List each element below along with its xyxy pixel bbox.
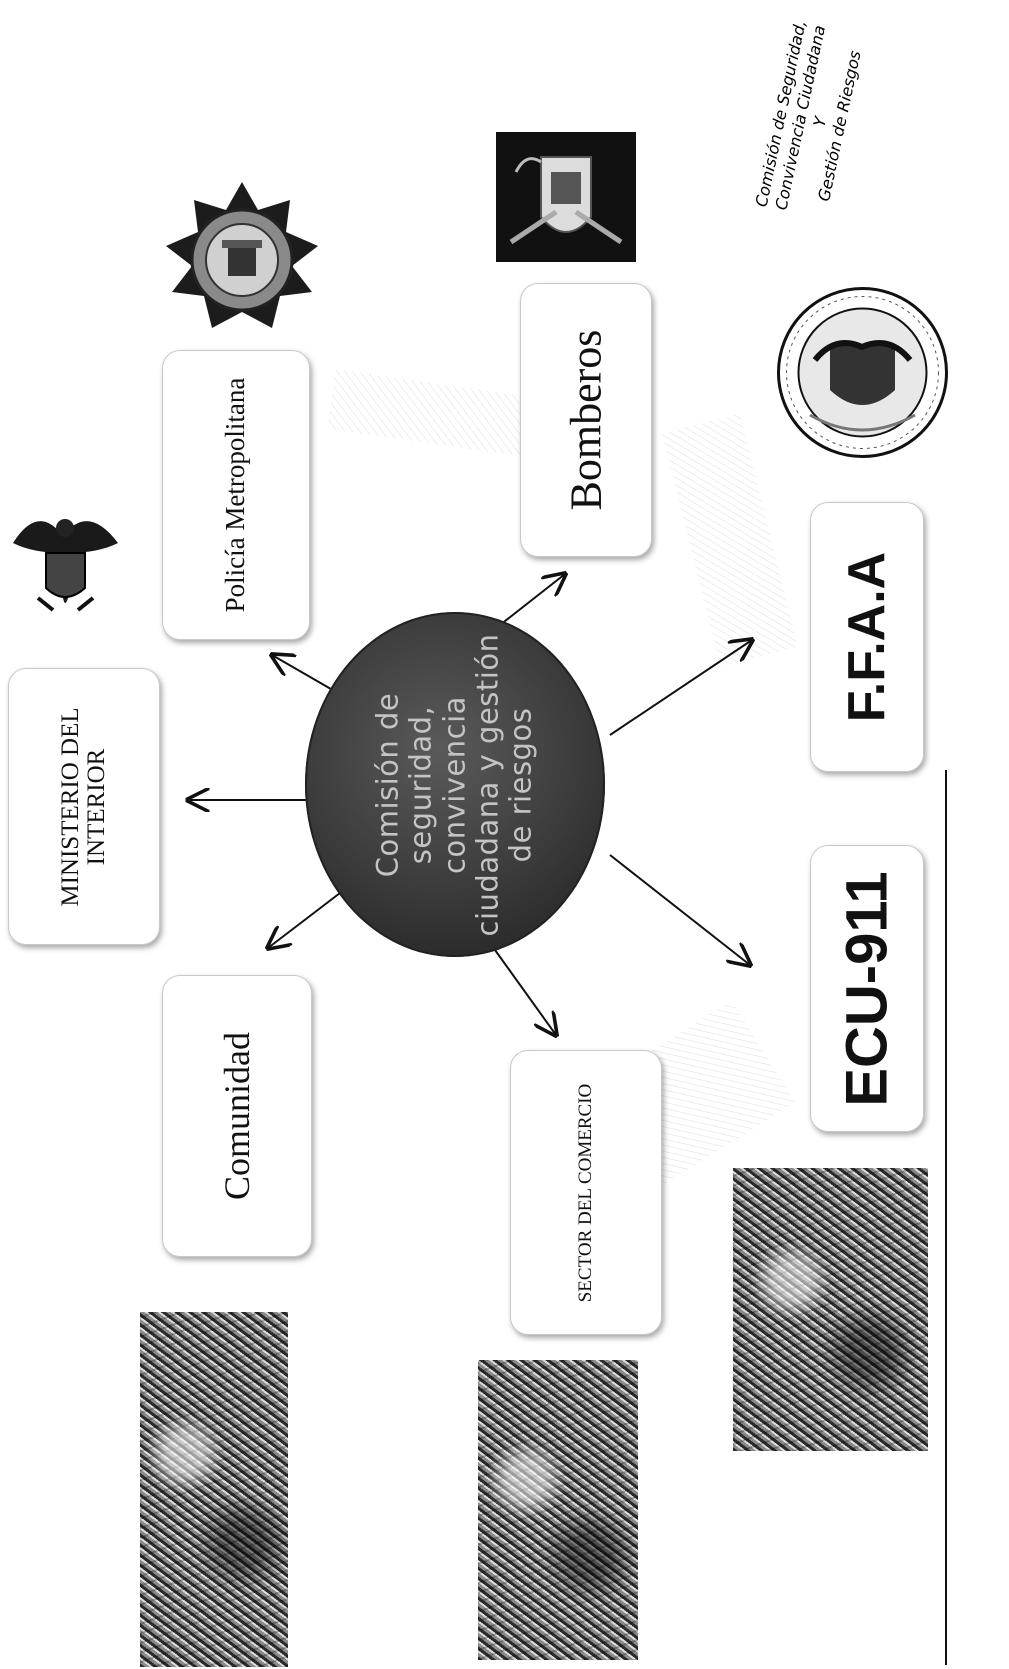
ecu911-control-room-photo-texture xyxy=(733,1168,928,1451)
fire-department-shield-icon xyxy=(496,132,636,262)
node-bomberos-label: Bomberos xyxy=(561,329,611,511)
center-circle: Comisión de seguridad, convivencia ciuda… xyxy=(305,612,605,957)
node-policia-metropolitana: Policía Metropolitana xyxy=(162,350,310,640)
node-comercio-label: SECTOR DEL COMERCIO xyxy=(575,1083,596,1302)
node-ministerio-del-interior: MINISTERIO DEL INTERIOR xyxy=(8,668,160,945)
community-group-photo xyxy=(140,1312,288,1667)
center-circle-label: Comisión de seguridad, convivencia ciuda… xyxy=(370,633,539,936)
armed-forces-seal-icon xyxy=(777,287,948,458)
node-comunidad-label: Comunidad xyxy=(217,1032,257,1200)
arrow-to-bomberos xyxy=(499,574,565,626)
node-ecu-911-label: ECU-911 xyxy=(834,870,900,1107)
community-group-photo-texture xyxy=(140,1312,288,1667)
commerce-street-photo xyxy=(478,1360,638,1660)
node-ffaa-label: F.F.A.A xyxy=(838,551,896,723)
node-sector-del-comercio: SECTOR DEL COMERCIO xyxy=(510,1050,662,1335)
commerce-street-photo-texture xyxy=(478,1360,638,1660)
node-ministerio-label: MINISTERIO DEL INTERIOR xyxy=(56,706,110,907)
metropolitan-police-star-badge-icon xyxy=(166,182,318,328)
page-divider-line xyxy=(945,770,947,1665)
police-eagle-badge-icon xyxy=(13,519,118,612)
arrow-to-comercio xyxy=(494,949,556,1035)
node-comunidad: Comunidad xyxy=(162,975,312,1257)
arrow-to-comunidad xyxy=(268,892,341,948)
arrow-to-ffaa xyxy=(609,640,752,736)
node-ecu-911: ECU-911 xyxy=(810,845,924,1132)
node-policia-label: Policía Metropolitana xyxy=(220,377,251,613)
node-bomberos: Bomberos xyxy=(520,283,652,557)
ecu911-control-room-photo xyxy=(733,1168,928,1451)
node-ffaa: F.F.A.A xyxy=(810,502,924,772)
arrow-to-ecu911 xyxy=(609,854,750,965)
